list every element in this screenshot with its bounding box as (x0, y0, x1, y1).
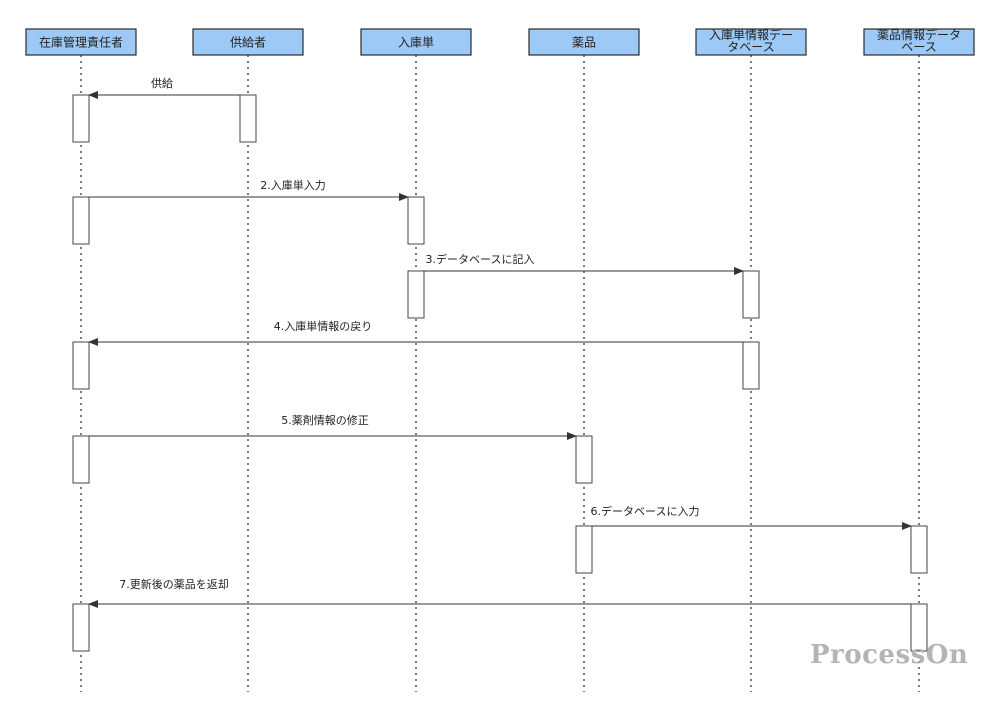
message-7: 7.更新後の薬品を返却 (88, 577, 911, 608)
message-label: 5.薬剤情報の修正 (281, 413, 369, 427)
activation-bar-drug_db (910, 525, 928, 574)
actor-box-slip_db (695, 28, 807, 56)
actor-slip: 入庫単 (360, 28, 472, 56)
actor-label-manager: 在庫管理責任者 (39, 35, 123, 50)
message-label: 7.更新後の薬品を返却 (119, 577, 229, 591)
message-2: 2.入庫単入力 (89, 178, 409, 201)
activation-bar-manager (72, 196, 90, 245)
activation-bar-drug (575, 525, 593, 574)
actor-box-supplier (192, 28, 304, 56)
actor-manager: 在庫管理責任者 (25, 28, 137, 56)
actor-label-slip_db: タベース (727, 40, 774, 54)
activation-bar-drug_db (910, 603, 928, 652)
message-5: 5.薬剤情報の修正 (89, 413, 577, 440)
activation-bar-supplier (239, 94, 257, 143)
actor-label-drug_db: ベース (901, 40, 936, 54)
messages: 供給 2.入庫単入力 3.データベースに記入 4.入庫単情報の戻り 5.薬剤情報の修正 6… (88, 76, 912, 608)
actor-supplier: 供給者 (192, 28, 304, 56)
message-3: 3.データベースに記入 (424, 252, 744, 275)
message-1: 供給 (88, 76, 240, 99)
actor-label-slip: 入庫単 (398, 36, 434, 50)
activation-bar-slip (407, 270, 425, 319)
message-label: 4.入庫単情報の戻り (274, 319, 373, 333)
message-6: 6.データベースに入力 (591, 504, 912, 530)
actor-label-supplier: 供給者 (230, 36, 266, 50)
message-label: 供給 (151, 76, 173, 90)
activation-bar-slip (407, 196, 425, 245)
actor-label-drug: 薬品 (572, 36, 596, 50)
actor-box-manager (25, 28, 137, 56)
activation-bar-manager (72, 435, 90, 484)
activation-bar-manager (72, 341, 90, 390)
activation-bar-manager (72, 94, 90, 143)
activation-bar-slip_db (742, 341, 760, 390)
message-label: 3.データベースに記入 (426, 252, 535, 266)
activation-bars (72, 94, 928, 652)
message-4: 4.入庫単情報の戻り (88, 319, 743, 346)
actor-label-slip_db: 入庫単情報デー (709, 27, 793, 42)
actor-box-drug (528, 28, 640, 56)
actor-box-drug_db (863, 28, 975, 56)
actor-label-drug_db: 薬品情報データ (877, 27, 961, 42)
actor-drug: 薬品 (528, 28, 640, 56)
lifelines (80, 55, 920, 692)
activation-bar-drug (575, 435, 593, 484)
actor-box-slip (360, 28, 472, 56)
processon-watermark: ProcessOn (810, 640, 969, 670)
message-label: 2.入庫単入力 (260, 178, 326, 192)
activation-bar-manager (72, 603, 90, 652)
activation-bar-slip_db (742, 270, 760, 319)
message-label: 6.データベースに入力 (591, 504, 700, 518)
